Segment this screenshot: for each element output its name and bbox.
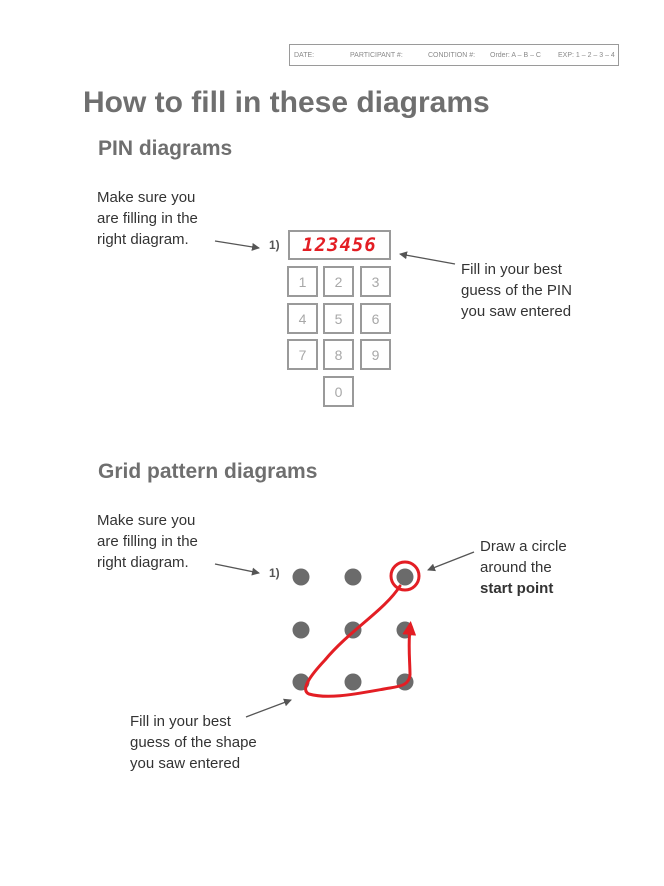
start-point-emphasis: start point [480, 580, 554, 597]
grid-instruction: Make sure you are filling in the right d… [97, 510, 198, 573]
pin-instruction-arrow [214, 240, 260, 251]
grid-dot [292, 621, 310, 639]
pin-diagram-label: 1) [269, 238, 280, 252]
grid-dot [396, 568, 414, 586]
keypad-key[interactable]: 9 [360, 339, 391, 370]
pin-entry-box[interactable]: 123456 [288, 230, 391, 260]
keypad-key[interactable]: 1 [287, 266, 318, 297]
pin-instruction: Make sure you are filling in the right d… [97, 187, 198, 250]
participant-label: PARTICIPANT #: [350, 51, 403, 59]
pin-instruction-line: right diagram. [97, 231, 189, 248]
pin-instruction-line: are filling in the [97, 210, 198, 227]
start-callout-line: Draw a circle [480, 538, 567, 555]
pin-value: 123456 [302, 234, 377, 256]
pin-callout-line: guess of the PIN [461, 282, 572, 299]
shape-callout: Fill in your best guess of the shape you… [130, 711, 257, 774]
drawn-pattern-stroke [304, 584, 417, 698]
pin-instruction-line: Make sure you [97, 189, 196, 206]
date-label: DATE: [294, 51, 315, 59]
order-label: Order: A – B – C [490, 51, 541, 59]
keypad-key[interactable]: 0 [323, 376, 354, 407]
keypad-key[interactable]: 3 [360, 266, 391, 297]
pin-section-heading: PIN diagrams [98, 137, 233, 160]
grid-instruction-arrow [214, 563, 260, 576]
exp-label: EXP: 1 – 2 – 3 – 4 [558, 51, 615, 59]
grid-instruction-line: are filling in the [97, 533, 198, 550]
pin-callout-line: Fill in your best [461, 261, 562, 278]
keypad-key[interactable]: 5 [323, 303, 354, 334]
keypad-key[interactable]: 8 [323, 339, 354, 370]
pin-callout-line: you saw entered [461, 303, 572, 320]
keypad-key[interactable]: 6 [360, 303, 391, 334]
start-callout-arrow [427, 551, 475, 572]
grid-dot [344, 568, 362, 586]
keypad-key[interactable]: 7 [287, 339, 318, 370]
start-point-circle [389, 560, 421, 592]
page-title: How to fill in these diagrams [83, 86, 490, 119]
grid-diagram-label: 1) [269, 566, 280, 580]
grid-section-heading: Grid pattern diagrams [98, 460, 318, 483]
shape-callout-line: you saw entered [130, 755, 241, 772]
keypad-key[interactable]: 2 [323, 266, 354, 297]
grid-dot [292, 568, 310, 586]
condition-label: CONDITION #: [428, 51, 476, 59]
grid-instruction-line: Make sure you [97, 512, 196, 529]
session-info-header: DATE: PARTICIPANT #: CONDITION #: Order:… [289, 44, 619, 66]
shape-callout-line: Fill in your best [130, 713, 231, 730]
grid-dot [344, 673, 362, 691]
grid-instruction-line: right diagram. [97, 554, 189, 571]
shape-callout-line: guess of the shape [130, 734, 257, 751]
start-point-callout: Draw a circle around the start point [480, 536, 567, 599]
pin-callout: Fill in your best guess of the PIN you s… [461, 259, 572, 322]
shape-callout-arrow [245, 698, 292, 718]
start-callout-line: around the [480, 559, 552, 576]
pin-callout-arrow [399, 251, 456, 265]
keypad-key[interactable]: 4 [287, 303, 318, 334]
